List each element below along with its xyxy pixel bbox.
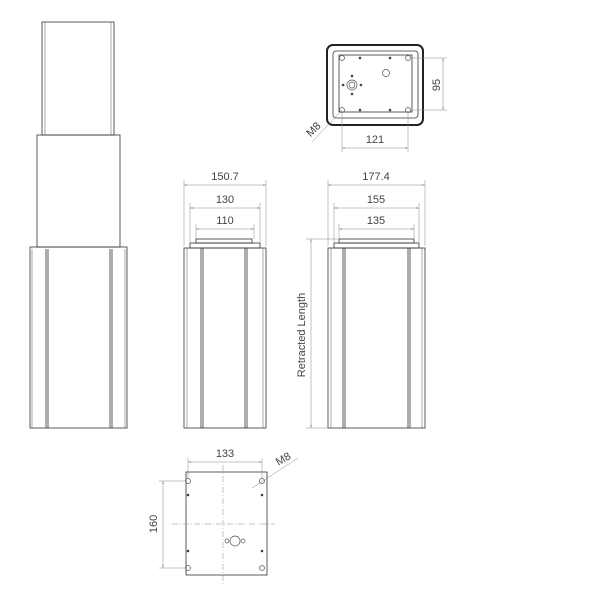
dim-top-width: 121 xyxy=(366,134,384,146)
side-view: 177.4 155 135 Retracted Length xyxy=(296,171,426,429)
dim-side-inner: 135 xyxy=(367,215,385,227)
dim-front-middle: 130 xyxy=(216,194,234,206)
top-view: 95 121 M8 xyxy=(304,44,447,152)
dim-side-outer: 177.4 xyxy=(362,171,390,183)
extended-column-view xyxy=(29,21,128,429)
dim-front-inner: 110 xyxy=(216,215,234,227)
dim-bottom-width: 133 xyxy=(216,448,234,460)
front-view: 150.7 130 110 xyxy=(183,171,267,429)
thread-label-top: M8 xyxy=(304,120,323,139)
dim-side-middle: 155 xyxy=(367,194,385,206)
dim-bottom-height: 160 xyxy=(148,515,160,533)
bottom-view: 133 160 M8 xyxy=(148,448,299,585)
dim-front-outer: 150.7 xyxy=(211,171,239,183)
thread-label-bottom: M8 xyxy=(274,450,293,468)
dim-top-height: 95 xyxy=(431,79,443,91)
retracted-length-label: Retracted Length xyxy=(296,293,308,377)
